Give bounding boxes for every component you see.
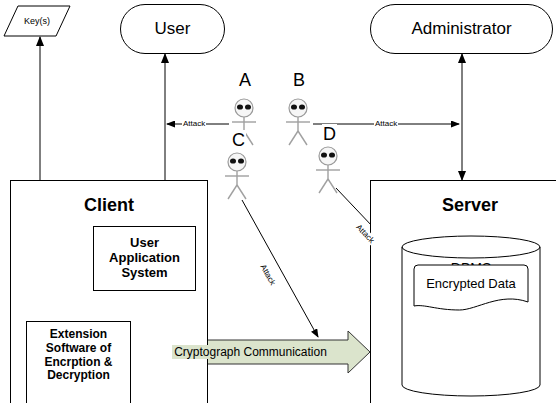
connector-line <box>462 54 463 180</box>
node-text: User Application System <box>98 236 191 281</box>
attacker-letter: C <box>231 130 246 151</box>
attacker-figure <box>225 153 249 199</box>
data-store: Encrypted Data <box>413 264 529 314</box>
node-text: Administrator <box>411 19 511 39</box>
node-text: Key(s) <box>24 16 50 26</box>
attack-label: Attack <box>258 262 278 288</box>
attacker-letter: D <box>322 124 337 145</box>
attacker-figure <box>316 147 340 193</box>
attacker-figure <box>286 99 310 145</box>
key-box: Key(s) <box>3 5 71 37</box>
node-text: Encrypted Data <box>426 277 516 292</box>
process-box: Extension Software of Encrption & Decryp… <box>26 321 131 403</box>
client-region: ClientUser Application SystemExtension S… <box>10 180 208 403</box>
actor-box: Administrator <box>370 4 553 54</box>
actor-box: User <box>120 4 225 54</box>
region-heading: Server <box>442 195 498 216</box>
database-cylinder: DBMSEncrypted Data <box>401 236 541 396</box>
node-text: User <box>155 19 191 39</box>
region-heading: Client <box>84 195 134 216</box>
attacker-letter: B <box>292 70 306 91</box>
process-box: User Application System <box>93 226 196 291</box>
edge-label: Cryptograph Communication <box>172 345 329 359</box>
server-region: ServerDBMSEncrypted Data <box>370 180 556 403</box>
attack-label: Attack <box>182 119 206 128</box>
attacker-letter: A <box>238 70 252 91</box>
attack-label: Attack <box>374 119 398 128</box>
region-heading: Extension Software of Encrption & Decryp… <box>31 328 126 383</box>
attack-arrow <box>242 200 318 337</box>
